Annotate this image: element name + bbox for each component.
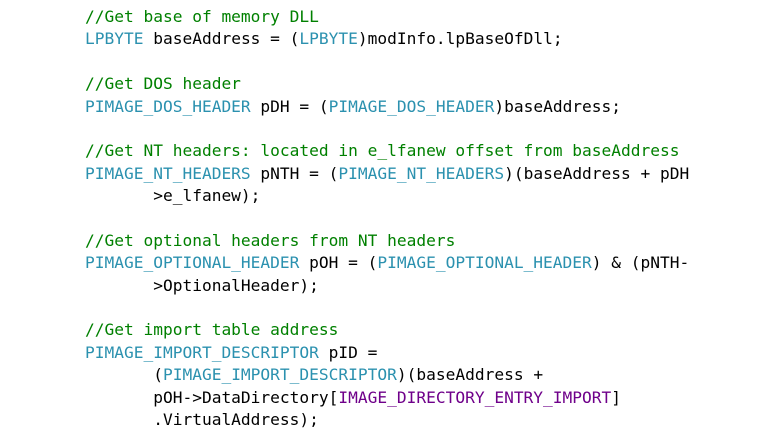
code-line: //Get NT headers: located in e_lfanew of… (85, 140, 689, 162)
code-line: PIMAGE_DOS_HEADER pDH = (PIMAGE_DOS_HEAD… (85, 96, 689, 118)
code-token: ] (611, 387, 622, 407)
comment-token: //Get DOS header (85, 74, 241, 94)
code-token: )(baseAddress + pDH (504, 163, 690, 183)
type-token: PIMAGE_NT_HEADERS (338, 163, 505, 183)
code-line: PIMAGE_NT_HEADERS pNTH = (PIMAGE_NT_HEAD… (85, 163, 689, 185)
code-line (85, 297, 689, 319)
code-token: baseAddress = ( (143, 29, 300, 49)
type-token: LPBYTE (299, 29, 358, 49)
type-token: LPBYTE (85, 29, 144, 49)
code-token: >OptionalHeader); (85, 275, 319, 295)
code-line: //Get base of memory DLL (85, 6, 689, 28)
code-token: >e_lfanew); (85, 186, 261, 206)
code-token: ( (85, 365, 163, 385)
comment-token: //Get base of memory DLL (85, 7, 319, 26)
code-token: pOH = ( (299, 253, 378, 273)
code-token: pID = (318, 342, 378, 362)
code-line: LPBYTE baseAddress = (LPBYTE)modInfo.lpB… (85, 28, 689, 50)
type-token: PIMAGE_OPTIONAL_HEADER (377, 253, 592, 273)
code-token: pOH->DataDirectory[ (85, 387, 339, 407)
comment-token: //Get import table address (85, 320, 339, 340)
code-line: pOH->DataDirectory[IMAGE_DIRECTORY_ENTRY… (85, 387, 689, 409)
code-line: //Get import table address (85, 319, 689, 341)
code-line: //Get DOS header (85, 73, 689, 95)
code-line: .VirtualAddress); (85, 409, 689, 431)
code-token: ) & (pNTH- (591, 253, 690, 273)
code-line: PIMAGE_IMPORT_DESCRIPTOR pID = (85, 342, 689, 364)
type-token: PIMAGE_DOS_HEADER (328, 96, 495, 116)
code-line: PIMAGE_OPTIONAL_HEADER pOH = (PIMAGE_OPT… (85, 252, 689, 274)
code-line: //Get optional headers from NT headers (85, 230, 689, 252)
code-token: pNTH = ( (250, 163, 339, 183)
type-token: PIMAGE_DOS_HEADER (85, 96, 251, 116)
code-token: pDH = ( (250, 96, 329, 116)
type-token: PIMAGE_NT_HEADERS (85, 163, 251, 183)
type-token: PIMAGE_IMPORT_DESCRIPTOR (85, 342, 319, 362)
code-token: .VirtualAddress); (85, 410, 319, 430)
code-line (85, 208, 689, 230)
comment-token: //Get optional headers from NT headers (85, 230, 456, 250)
macro-token: IMAGE_DIRECTORY_ENTRY_IMPORT (338, 387, 612, 407)
type-token: PIMAGE_IMPORT_DESCRIPTOR (162, 365, 397, 385)
code-line: (PIMAGE_IMPORT_DESCRIPTOR)(baseAddress + (85, 364, 689, 386)
code-line (85, 51, 689, 73)
code-line (85, 118, 689, 140)
code-token: )(baseAddress + (396, 365, 544, 385)
type-token: PIMAGE_OPTIONAL_HEADER (85, 253, 300, 273)
code-line: >e_lfanew); (85, 185, 689, 207)
code-token: )modInfo.lpBaseOfDll; (357, 29, 563, 49)
code-line: >OptionalHeader); (85, 275, 689, 297)
comment-token: //Get NT headers: located in e_lfanew of… (85, 141, 680, 161)
code-token: )baseAddress; (494, 96, 622, 116)
code-editor: //Get base of memory DLL LPBYTE baseAddre… (85, 6, 689, 431)
